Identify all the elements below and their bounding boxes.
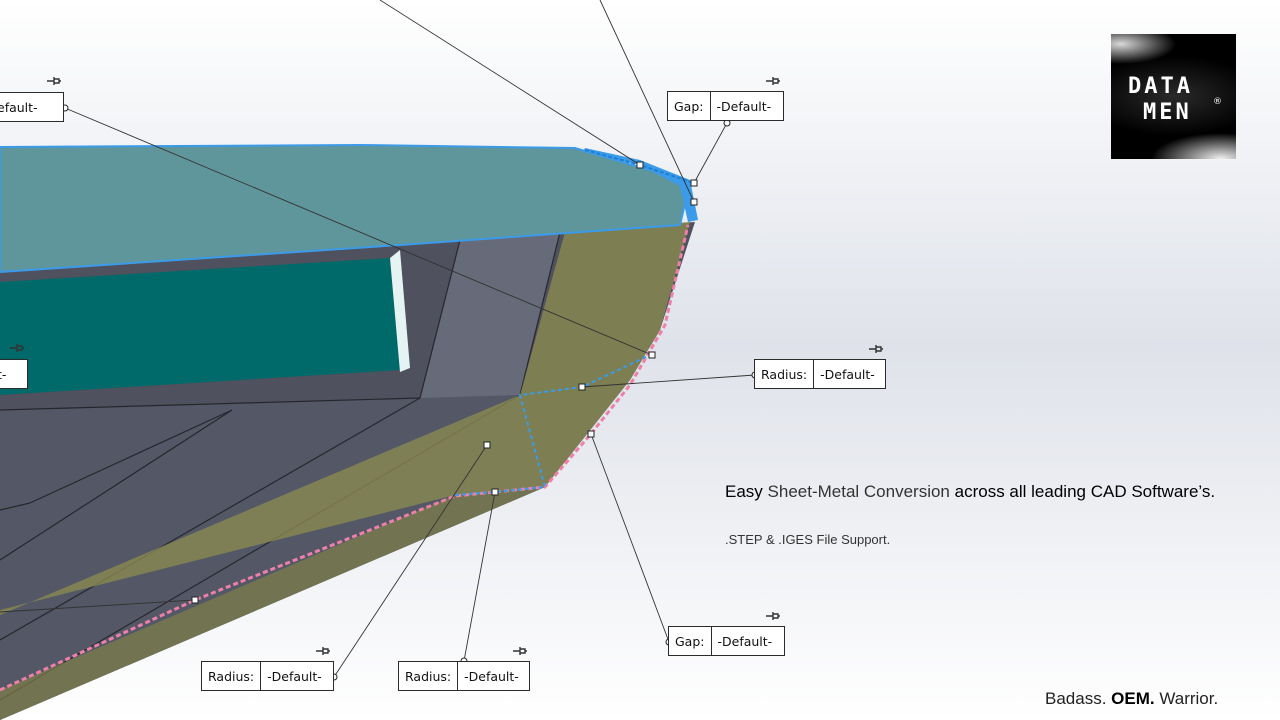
pin-icon[interactable] [46,76,62,86]
tagline: Easy Sheet-Metal Conversion across all l… [725,482,1215,502]
callout-label: Radius: [755,360,815,388]
pin-icon[interactable] [315,646,331,656]
leader-lines [0,0,756,678]
callout-gap-top[interactable]: Gap: -Default- [667,91,784,121]
logo-text-line2: MEN [1143,100,1192,125]
anchor-handles[interactable] [191,161,698,604]
file-support-text: .STEP & .IGES File Support. [725,532,891,547]
callout-value: -Default- [267,668,322,684]
footer-part-3: Warrior. [1154,689,1219,708]
callout-value: -Default- [717,633,773,649]
callout-label: Radius: [399,662,459,690]
logo-text-line1: DATA [1128,74,1193,99]
callout-radius-bottom-left[interactable]: Radius: -Default- [201,661,334,691]
footer-part-2: OEM. [1111,689,1155,708]
callout-value: -Default- [820,366,875,382]
callout-label: Gap: [668,92,711,120]
tagline-thin: Sheet-Metal Conversion [762,482,955,501]
datamen-logo: DATA MEN ® [1111,34,1236,159]
callout-value: -Default- [464,668,519,684]
pin-icon[interactable] [765,611,781,621]
part-side-face [420,232,560,398]
footer-slogan: Badass. OEM. Warrior. [1045,689,1218,709]
callout-value: -Default- [716,98,772,114]
inset-panel[interactable] [0,258,400,395]
callout-value: efault- [0,99,38,115]
inset-highlight [390,250,410,372]
callout-gap-bottom[interactable]: Gap: -Default- [668,626,785,656]
callout-label: Radius: [202,662,262,690]
footer-part-1: Badass. [1045,689,1112,708]
callout-radius-right[interactable]: Radius: -Default- [754,359,886,389]
pin-icon[interactable] [868,344,884,354]
callout-value: t- [0,366,7,382]
tagline-emph-1: Easy [725,482,763,501]
edge-blue-dashed [454,354,651,496]
edge-pink-dashed [0,224,690,692]
logo-registered-mark: ® [1213,97,1222,107]
pin-icon[interactable] [9,343,25,353]
callout-default-top-left[interactable]: efault- [0,92,64,122]
pin-icon[interactable] [512,646,528,656]
callout-radius-bottom-mid[interactable]: Radius: -Default- [398,661,530,691]
tagline-emph-2: across all leading CAD Software’s. [954,482,1216,501]
callout-label: Gap: [669,627,712,655]
flange-overlay-lower [0,487,545,720]
part-edges [0,231,561,701]
callout-default-mid-left[interactable]: t- [0,359,28,389]
pin-icon[interactable] [765,76,781,86]
flange-overlay[interactable] [0,222,690,615]
